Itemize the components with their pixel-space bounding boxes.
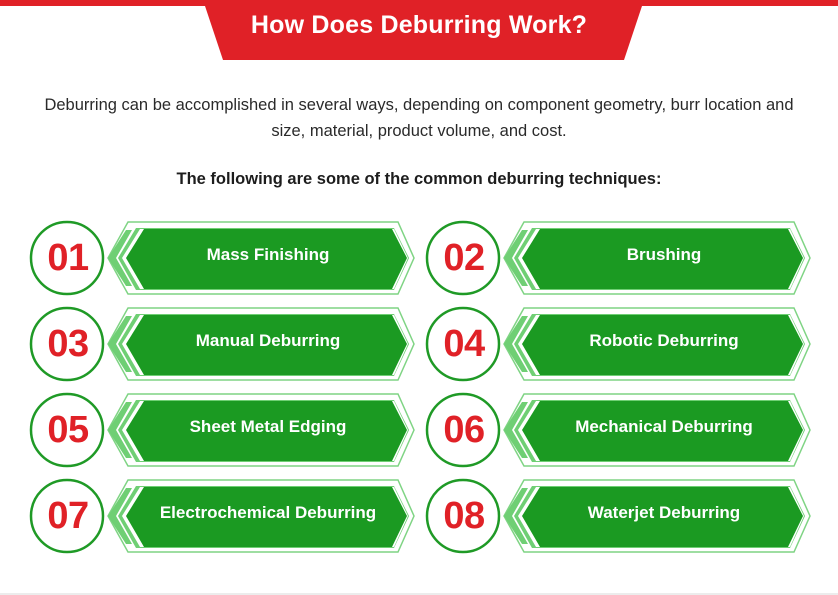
technique-item-01: 01 Mass Finishing bbox=[28, 216, 428, 300]
technique-number: 03 bbox=[47, 323, 89, 365]
techniques-subheading: The following are some of the common deb… bbox=[176, 170, 662, 188]
intro-paragraph: Deburring can be accomplished in several… bbox=[44, 96, 794, 140]
technique-number: 06 bbox=[443, 409, 485, 451]
technique-item-02: 02 Brushing bbox=[424, 216, 824, 300]
technique-item-08: 08 Waterjet Deburring bbox=[424, 474, 824, 558]
technique-item-03: 03 Manual Deburring bbox=[28, 302, 428, 386]
title-banner bbox=[203, 0, 644, 60]
technique-badge-shape bbox=[425, 306, 811, 382]
technique-item-06: 06 Mechanical Deburring bbox=[424, 388, 824, 472]
technique-badge-shape bbox=[29, 220, 415, 296]
technique-badge-shape bbox=[29, 306, 415, 382]
technique-item-07: 07 Electrochemical Deburring bbox=[28, 474, 428, 558]
technique-label: Waterjet Deburring bbox=[587, 503, 741, 522]
technique-item-05: 05 Sheet Metal Edging bbox=[28, 388, 428, 472]
technique-badge-shape bbox=[425, 478, 811, 554]
technique-badge-shape bbox=[29, 392, 415, 468]
bottom-divider bbox=[0, 593, 838, 595]
technique-number: 04 bbox=[443, 323, 485, 365]
technique-label: Sheet Metal Edging bbox=[189, 417, 347, 436]
technique-label: Mass Finishing bbox=[206, 245, 330, 264]
technique-label: Electrochemical Deburring bbox=[159, 503, 377, 522]
technique-number: 02 bbox=[443, 237, 485, 279]
technique-label: Brushing bbox=[626, 245, 702, 264]
technique-badge-shape bbox=[425, 392, 811, 468]
technique-number: 01 bbox=[47, 237, 89, 279]
technique-number: 08 bbox=[443, 495, 485, 537]
technique-number: 05 bbox=[47, 409, 89, 451]
page-title: How Does Deburring Work? bbox=[250, 11, 588, 39]
technique-label: Robotic Deburring bbox=[589, 331, 739, 350]
technique-badge-shape bbox=[29, 478, 415, 554]
technique-label: Manual Deburring bbox=[195, 331, 341, 350]
technique-item-04: 04 Robotic Deburring bbox=[424, 302, 824, 386]
technique-label: Mechanical Deburring bbox=[575, 417, 753, 436]
technique-badge-shape bbox=[425, 220, 811, 296]
technique-number: 07 bbox=[47, 495, 89, 537]
